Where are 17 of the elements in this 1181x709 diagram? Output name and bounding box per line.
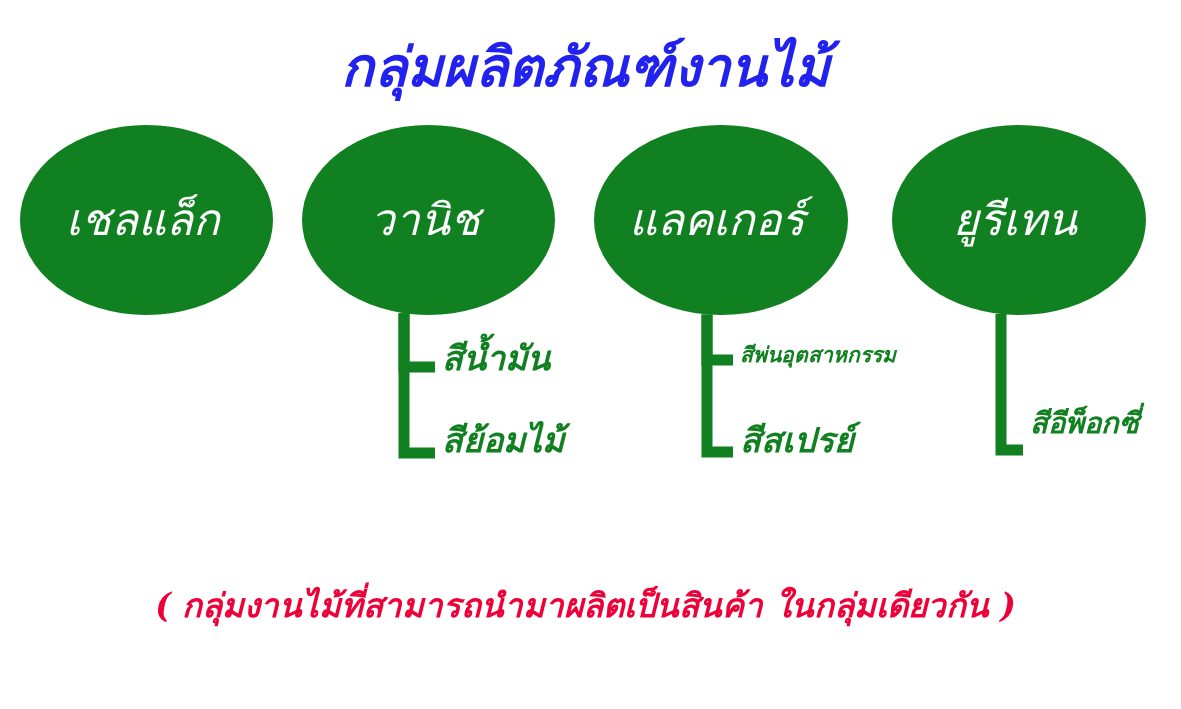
category-label: เชลแล็ก <box>64 192 222 247</box>
connector-line <box>701 314 733 458</box>
category-ellipse <box>20 125 273 315</box>
diagram-caption: ( กลุ่มงานไม้ที่สามารถนำมาผลิตเป็นสินค้า ในกลุ่มเดียวกัน ) <box>151 580 1030 633</box>
connector-line <box>995 314 1023 456</box>
paint-type-label: สีน้ำมัน <box>435 331 560 385</box>
category-ellipse <box>302 125 555 315</box>
diagram-title: กลุ่มผลิตภัณฑ์งานไม้ <box>337 26 844 110</box>
category-ellipse <box>594 125 848 315</box>
paint-type-label: สีพ่นอุตสาหกรรม <box>733 338 906 372</box>
category-label: ยูรีเทน <box>952 192 1079 249</box>
paint-type-label: สีย้อมไม้ <box>435 413 574 467</box>
category-label: วานิช <box>365 184 492 256</box>
paint-type-label: สีอีพ็อกซี่ <box>1023 400 1149 446</box>
category-label: แลคเกอร์ <box>625 184 817 256</box>
paint-type-label: สีสเปรย์ <box>733 413 864 467</box>
category-ellipse <box>892 125 1146 315</box>
